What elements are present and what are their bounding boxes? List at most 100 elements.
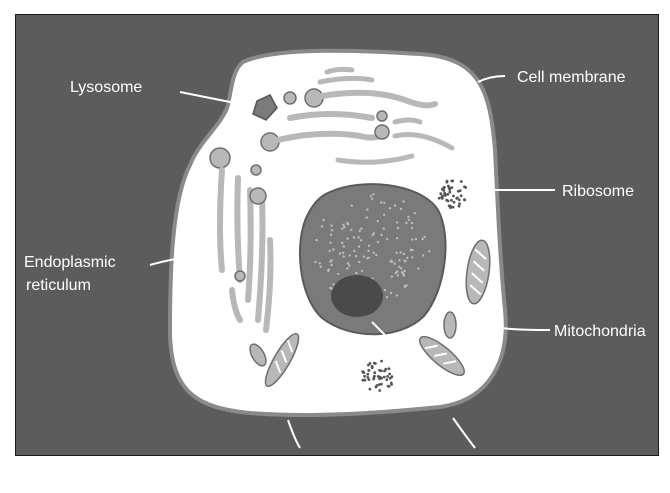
texture-dot — [458, 202, 461, 205]
texture-dot — [331, 229, 333, 231]
texture-dot — [375, 254, 377, 256]
texture-dot — [353, 250, 355, 252]
texture-dot — [389, 207, 391, 209]
texture-dot — [463, 199, 466, 202]
texture-dot — [342, 252, 344, 254]
texture-dot — [355, 272, 357, 274]
texture-dot — [321, 225, 323, 227]
texture-dot — [347, 262, 349, 264]
texture-dot — [378, 369, 381, 372]
texture-dot — [368, 378, 371, 381]
texture-dot — [460, 194, 463, 197]
texture-dot — [342, 255, 344, 257]
texture-dot — [390, 382, 393, 385]
texture-dot — [341, 228, 343, 230]
texture-dot — [372, 193, 374, 195]
texture-dot — [332, 248, 334, 250]
texture-dot — [400, 267, 402, 269]
texture-dot — [385, 378, 388, 381]
texture-dot — [348, 264, 350, 266]
texture-dot — [361, 270, 363, 272]
texture-dot — [439, 192, 442, 195]
texture-dot — [450, 180, 453, 183]
texture-dot — [417, 267, 419, 269]
texture-dot — [329, 242, 331, 244]
texture-dot — [358, 261, 360, 263]
texture-dot — [388, 373, 391, 376]
texture-dot — [366, 257, 368, 259]
texture-dot — [396, 270, 398, 272]
texture-dot — [383, 227, 385, 229]
texture-dot — [388, 385, 391, 388]
texture-dot — [384, 289, 386, 291]
texture-dot — [398, 259, 400, 261]
texture-dot — [331, 264, 333, 266]
texture-dot — [346, 267, 348, 269]
texture-dot — [377, 375, 380, 378]
texture-dot — [380, 377, 383, 380]
texture-dot — [450, 186, 453, 189]
texture-dot — [327, 270, 329, 272]
texture-dot — [395, 252, 397, 254]
texture-dot — [373, 232, 375, 234]
texture-dot — [383, 214, 385, 216]
texture-dot — [388, 367, 391, 370]
texture-dot — [358, 246, 360, 248]
texture-dot — [373, 376, 376, 379]
texture-dot — [322, 219, 324, 221]
texture-dot — [415, 238, 417, 240]
texture-dot — [411, 227, 413, 229]
cell-membrane-label: Cell membrane — [517, 69, 626, 86]
texture-dot — [341, 242, 343, 244]
texture-dot — [460, 180, 463, 183]
texture-dot — [453, 201, 456, 204]
texture-dot — [342, 224, 344, 226]
texture-dot — [397, 274, 399, 276]
texture-dot — [407, 216, 409, 218]
texture-dot — [330, 224, 332, 226]
texture-dot — [346, 222, 348, 224]
texture-dot — [372, 252, 374, 254]
texture-dot — [428, 250, 430, 252]
texture-dot — [452, 195, 455, 198]
texture-dot — [396, 294, 398, 296]
texture-dot — [450, 199, 453, 202]
texture-dot — [398, 266, 400, 268]
lysosome-label: Lysosome — [70, 79, 142, 96]
texture-dot — [404, 285, 406, 287]
texture-dot — [423, 236, 425, 238]
texture-dot — [360, 239, 362, 241]
texture-dot — [353, 236, 355, 238]
texture-dot — [367, 364, 370, 367]
texture-dot — [315, 239, 317, 241]
texture-dot — [447, 200, 450, 203]
texture-dot — [400, 208, 402, 210]
texture-dot — [371, 366, 374, 369]
texture-dot — [378, 389, 381, 392]
texture-dot — [455, 197, 458, 200]
texture-dot — [339, 252, 341, 254]
texture-dot — [366, 373, 369, 376]
texture-dot — [366, 216, 368, 218]
nucleus-label: Nucleus — [274, 456, 332, 473]
texture-dot — [463, 185, 466, 188]
texture-dot — [422, 238, 424, 240]
texture-dot — [319, 262, 321, 264]
texture-dot — [411, 222, 413, 224]
texture-dot — [361, 370, 364, 373]
texture-dot — [380, 360, 383, 363]
texture-dot — [363, 255, 365, 257]
texture-dot — [377, 220, 379, 222]
texture-dot — [408, 219, 410, 221]
texture-dot — [396, 237, 398, 239]
texture-dot — [380, 234, 382, 236]
texture-dot — [384, 368, 387, 371]
ribosome-label: Ribosome — [562, 183, 634, 200]
texture-dot — [399, 251, 401, 253]
texture-dot — [320, 266, 322, 268]
texture-dot — [394, 204, 396, 206]
texture-dot — [422, 254, 424, 256]
texture-dot — [367, 369, 370, 372]
